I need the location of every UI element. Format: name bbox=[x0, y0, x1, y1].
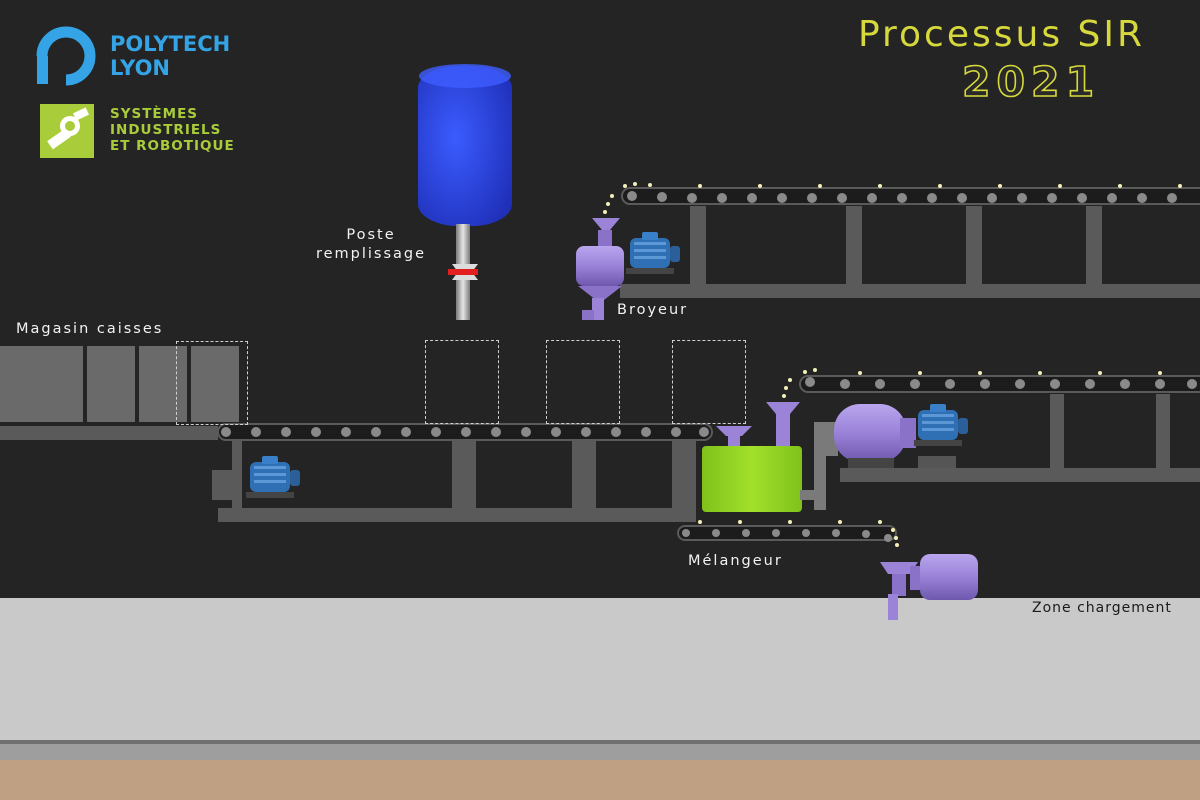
filling-label-line-2: remplissage bbox=[315, 246, 427, 262]
crate-slot bbox=[425, 340, 499, 424]
motor-base bbox=[918, 456, 956, 468]
dept-line-2: INDUSTRIELS bbox=[110, 122, 222, 138]
filling-station-label: Poste remplissage bbox=[305, 226, 437, 264]
mixer-machine bbox=[702, 402, 826, 512]
loading-ground bbox=[0, 598, 1200, 744]
sir-logo-icon bbox=[40, 104, 94, 158]
loading-machine bbox=[880, 554, 978, 620]
motor-icon bbox=[246, 456, 300, 498]
crate-slot bbox=[176, 341, 248, 425]
crusher-machine bbox=[576, 218, 624, 320]
dept-line-1: SYSTÈMES bbox=[110, 106, 199, 122]
brand-line-1: POLYTECH bbox=[110, 32, 231, 56]
crate bbox=[35, 346, 83, 422]
department-name: SYSTÈMES INDUSTRIELS ET ROBOTIQUE bbox=[110, 106, 235, 154]
loading-zone-label: Zone chargement bbox=[1032, 600, 1172, 616]
polytech-logo-icon bbox=[36, 26, 96, 86]
brand-name: POLYTECH LYON bbox=[110, 32, 230, 80]
crate-slot bbox=[672, 340, 746, 424]
store-base bbox=[0, 426, 218, 440]
main-conveyor bbox=[212, 423, 713, 522]
dept-line-3: ET ROBOTIQUE bbox=[110, 138, 235, 154]
page-title: Processus SIR bbox=[857, 14, 1145, 55]
motor-icon bbox=[626, 232, 680, 274]
discharge-conveyor bbox=[677, 520, 899, 547]
crate bbox=[139, 346, 187, 422]
crate bbox=[191, 346, 239, 422]
valve-icon[interactable] bbox=[448, 264, 478, 280]
filling-label-line-1: Poste bbox=[346, 227, 396, 243]
filling-tank bbox=[418, 64, 512, 320]
sir-logo bbox=[40, 104, 94, 158]
crate bbox=[87, 346, 135, 422]
brand-line-2: LYON bbox=[110, 56, 170, 80]
crusher-label: Broyeur bbox=[617, 302, 689, 318]
drying-drum bbox=[826, 404, 916, 468]
crusher-conveyor bbox=[603, 182, 1200, 298]
polytech-logo bbox=[36, 26, 102, 88]
page-year: 2021 bbox=[961, 57, 1101, 107]
ground-rail bbox=[0, 740, 1200, 760]
motor-icon bbox=[914, 404, 968, 446]
crate-store-label: Magasin caisses bbox=[16, 321, 164, 337]
soil-strip bbox=[0, 760, 1200, 800]
crate-slot bbox=[546, 340, 620, 424]
mixer-label: Mélangeur bbox=[688, 553, 783, 569]
mixer-conveyor bbox=[782, 368, 1200, 482]
